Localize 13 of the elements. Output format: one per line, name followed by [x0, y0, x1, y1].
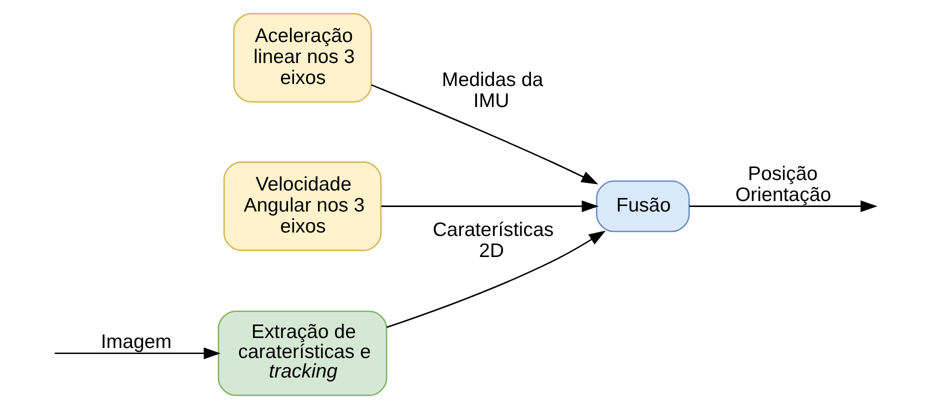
arrow — [54, 347, 220, 360]
arrow — [380, 200, 598, 212]
arrow — [386, 230, 606, 328]
edge-label: Imagem — [100, 330, 172, 353]
edge-label: Medidas da IMU — [441, 69, 543, 112]
edge-label: Caraterísticas 2D — [432, 218, 554, 262]
node-box: Extração de caraterísticas e tracking — [217, 310, 387, 396]
node-box: Fusão — [595, 180, 690, 232]
edge-label: Posição Orientação — [734, 162, 831, 206]
arrow — [370, 84, 598, 184]
node-box: Aceleração linear nos 3 eixos — [232, 12, 372, 103]
node-box: Velocidade Angular nos 3 eixos — [222, 161, 382, 252]
arrow — [688, 200, 877, 212]
